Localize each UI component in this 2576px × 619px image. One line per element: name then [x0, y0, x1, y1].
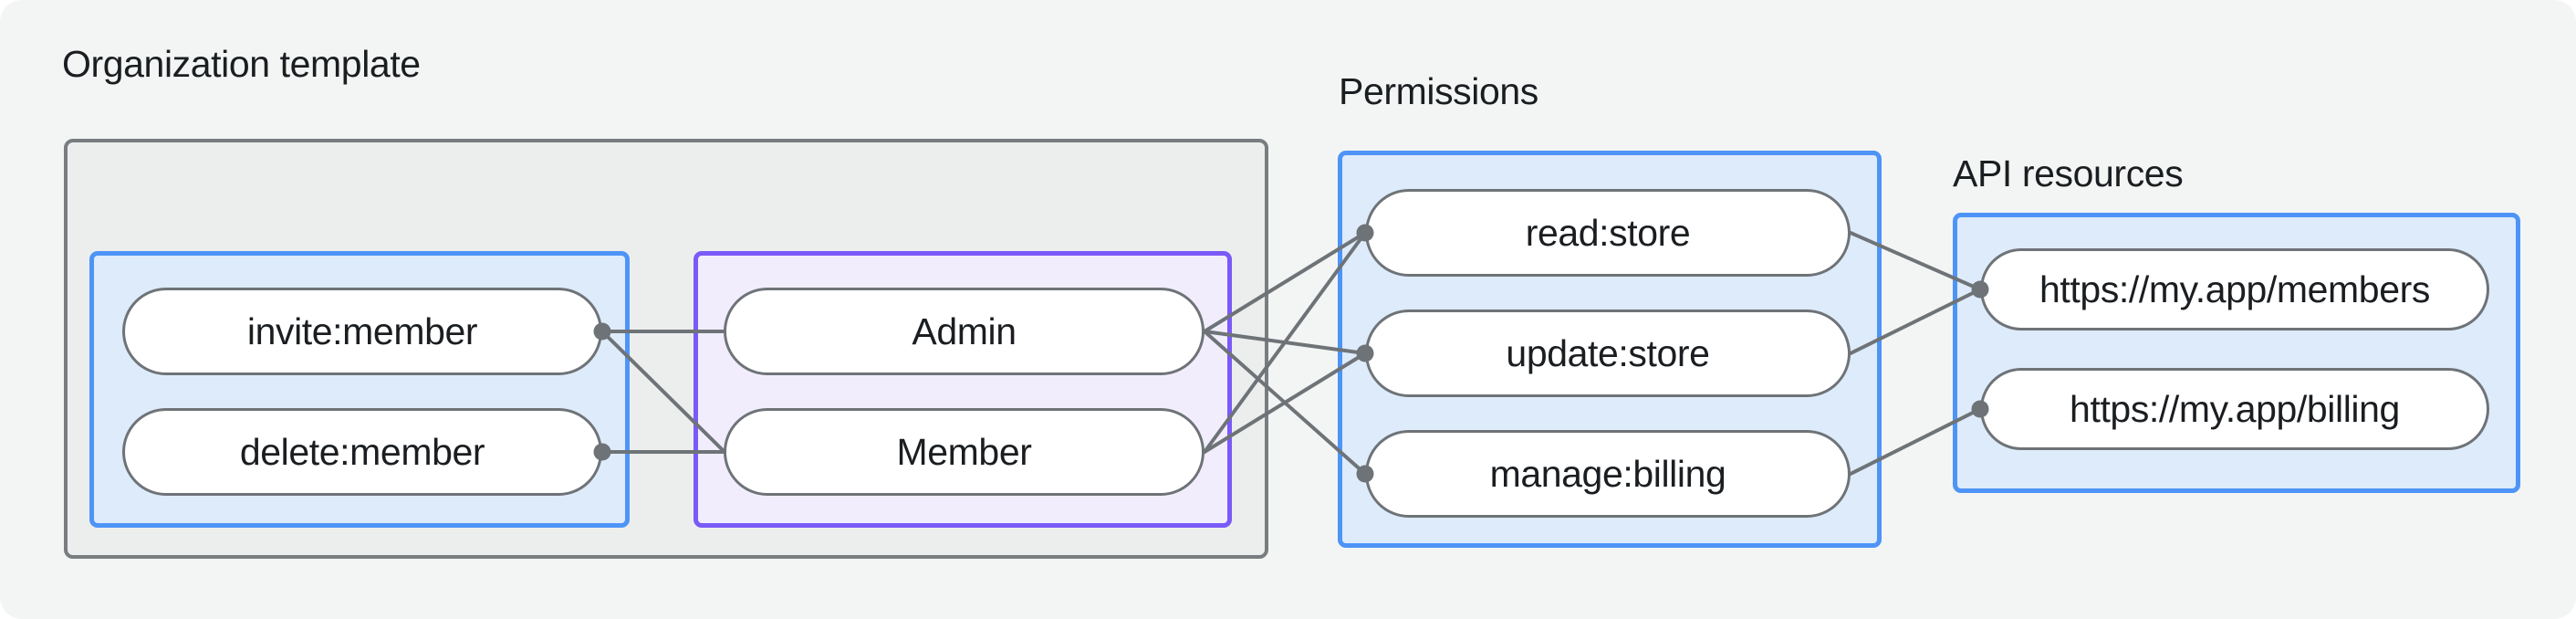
node-read-store-text: read:store — [1525, 211, 1691, 254]
node-update-store: update:store — [1365, 310, 1851, 397]
node-api-billing-text: https://my.app/billing — [2070, 387, 2400, 430]
organization-template-label: Organization template — [62, 43, 421, 85]
node-read-store: read:store — [1365, 189, 1851, 277]
node-delete-member-text: delete:member — [239, 430, 485, 473]
node-admin-text: Admin — [912, 310, 1017, 352]
node-invite-member: invite:member — [122, 288, 602, 375]
node-member-text: Member — [896, 430, 1032, 473]
node-member: Member — [724, 408, 1205, 496]
api-resources-label: API resources — [1953, 152, 2184, 194]
node-manage-billing: manage:billing — [1365, 430, 1851, 518]
permissions-label: Permissions — [1339, 70, 1538, 112]
node-api-billing: https://my.app/billing — [1980, 368, 2489, 450]
node-delete-member: delete:member — [122, 408, 602, 496]
node-api-members: https://my.app/members — [1980, 248, 2489, 330]
node-invite-member-text: invite:member — [246, 310, 478, 352]
node-update-store-text: update:store — [1506, 331, 1710, 374]
node-admin: Admin — [724, 288, 1205, 375]
node-api-members-text: https://my.app/members — [2039, 268, 2430, 310]
node-manage-billing-text: manage:billing — [1489, 452, 1726, 495]
